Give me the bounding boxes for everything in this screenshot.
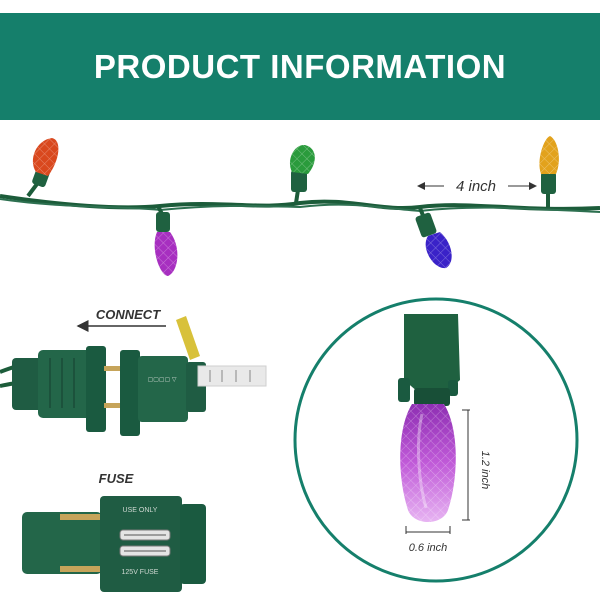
svg-text:USE ONLY: USE ONLY — [123, 507, 158, 514]
bulb-green — [289, 144, 315, 204]
bulb-yellow — [539, 136, 559, 208]
bulb-purple — [154, 205, 178, 276]
fuse-label: FUSE — [99, 471, 134, 486]
svg-text:125V FUSE: 125V FUSE — [122, 569, 159, 576]
connect-label: CONNECT — [96, 307, 161, 322]
string-lights: 4 inch — [0, 136, 600, 276]
female-socket: △ ▢▢▢▢ — [120, 316, 267, 436]
fuse-section: FUSE USE ONLY 125V FUSE — [22, 471, 206, 592]
header-banner: PRODUCT INFORMATION — [0, 13, 600, 120]
bulb-detail: 1.2 inch 0.6 inch — [293, 297, 579, 583]
page-title: PRODUCT INFORMATION — [93, 47, 507, 85]
spacing-dimension: 4 inch — [417, 178, 537, 195]
male-plug — [0, 346, 122, 432]
bulb-orange — [26, 138, 59, 198]
height-label: 1.2 inch — [479, 451, 491, 490]
connect-section: CONNECT △ ▢▢▢▢ — [0, 307, 267, 436]
svg-text:△ ▢▢▢▢: △ ▢▢▢▢ — [147, 376, 176, 382]
width-label: 0.6 inch — [409, 542, 448, 554]
spacing-label: 4 inch — [456, 178, 496, 195]
bulb-blue — [415, 207, 452, 269]
